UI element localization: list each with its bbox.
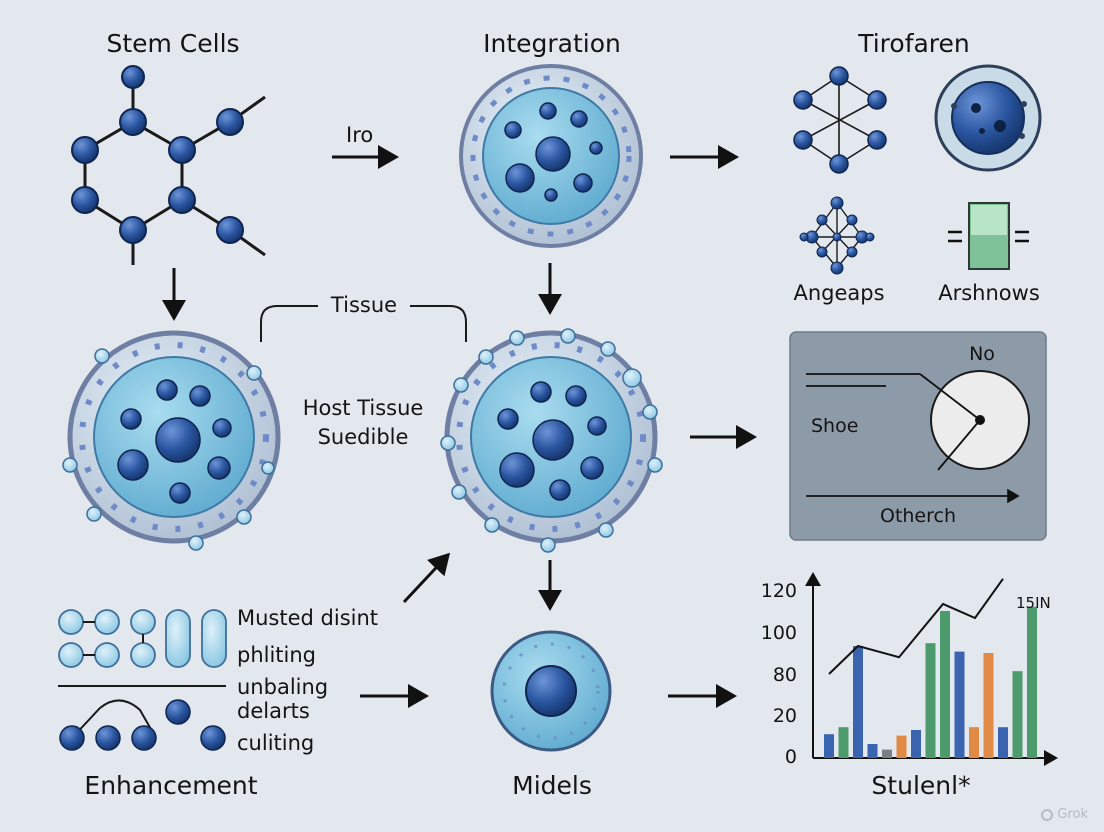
label-angeaps: Angeaps — [793, 281, 885, 305]
cell-icon-integration — [459, 64, 643, 248]
label-musted: Musted disint — [237, 606, 379, 630]
tissue-bracket — [260, 305, 467, 342]
chart-bar — [838, 727, 849, 758]
label-tirofaren: Tirofaren — [858, 29, 970, 58]
chart-title: Stulenl* — [871, 771, 971, 800]
label-iro: Iro — [346, 123, 374, 147]
green-card-icon — [948, 202, 1029, 270]
chart-bar — [853, 646, 863, 758]
shoe-panel — [789, 331, 1047, 541]
chart-line-label: 15IN — [1016, 594, 1051, 612]
chart-bar — [911, 730, 921, 758]
chart-ytick: 120 — [760, 580, 797, 602]
chart-marks — [824, 578, 1037, 758]
cell-icon-midels — [490, 630, 612, 752]
chart-ytick: 0 — [784, 746, 797, 768]
chart-bar — [882, 749, 892, 758]
chart-bar — [954, 651, 965, 758]
label-unbaling: unbaling delarts — [237, 675, 329, 723]
label-phliting: phliting — [237, 643, 317, 667]
chart-bar — [940, 611, 950, 758]
label-arshnows: Arshnows — [938, 281, 1040, 305]
label-integration: Integration — [483, 29, 621, 58]
star-network-icon — [793, 66, 887, 174]
diamond-network-icon — [799, 196, 875, 275]
chart-bar — [1027, 606, 1037, 758]
label-tissue: Tissue — [330, 293, 398, 317]
label-otherch: Otherch — [879, 505, 957, 527]
linked-pairs-icon — [58, 609, 227, 751]
label-host-tissue: Host Tissue Suedible — [302, 396, 424, 449]
label-culiting: culiting — [237, 731, 315, 755]
chart-bar — [969, 727, 979, 758]
label-no: No — [969, 343, 995, 365]
chart-bar — [896, 735, 907, 758]
cell-icon-middle — [440, 328, 663, 553]
chart-bar — [998, 727, 1008, 758]
chart-bar — [925, 643, 936, 758]
arrows — [162, 145, 757, 708]
chart-bar — [867, 744, 878, 758]
molecule-nodes — [71, 65, 244, 244]
chart-bar — [983, 653, 994, 758]
chart-trend-line — [828, 578, 1004, 675]
label-shoe: Shoe — [811, 415, 859, 437]
label-midels: Midels — [512, 771, 592, 800]
chart-ytick: 20 — [772, 705, 797, 727]
cell-icon-left — [62, 330, 281, 551]
nucleus-cell-icon — [934, 64, 1042, 172]
label-stem-cells: Stem Cells — [106, 29, 240, 58]
chart-ytick: 100 — [760, 622, 797, 644]
chart-bar — [824, 734, 834, 758]
watermark: Grok — [1041, 807, 1088, 822]
chart-ytick: 80 — [772, 664, 797, 686]
grok-logo-icon — [1041, 809, 1054, 821]
chart-bar — [1012, 671, 1023, 758]
label-enhancement: Enhancement — [84, 771, 258, 800]
